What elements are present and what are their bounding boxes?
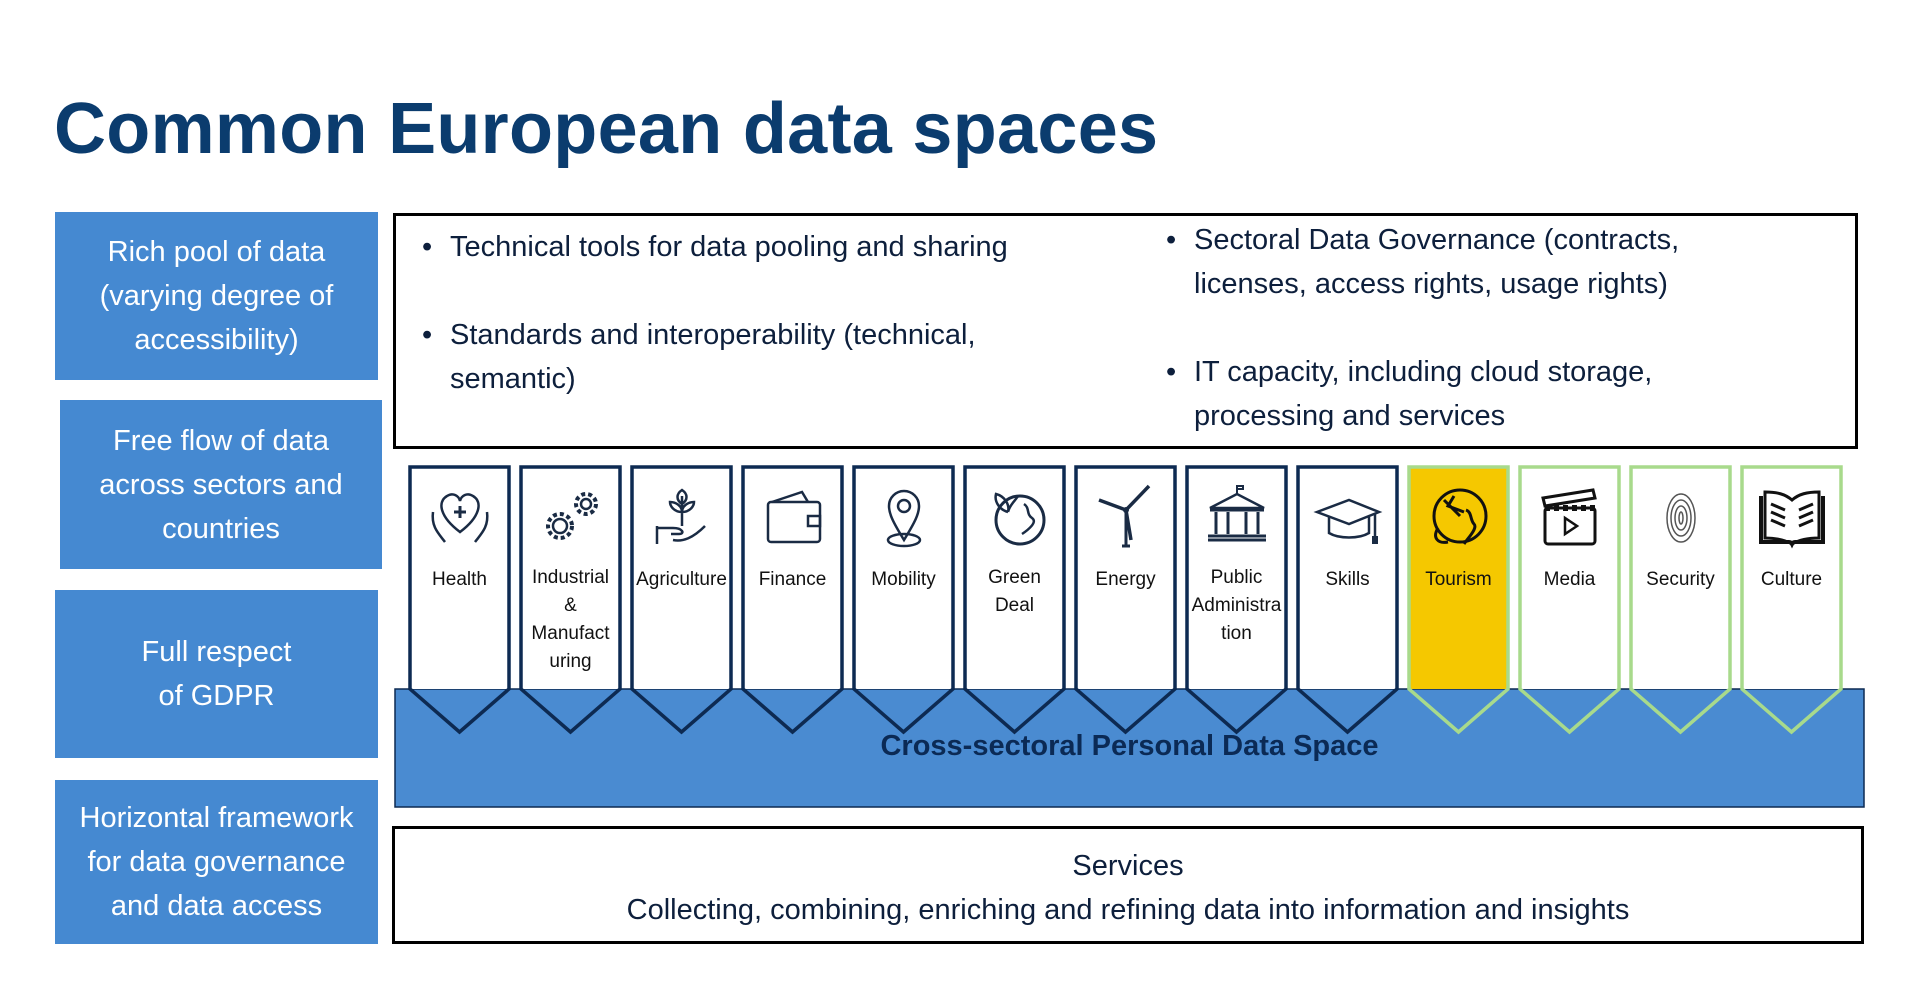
personal-data-space-band [394, 688, 1865, 808]
sector-chevron-outline [1074, 465, 1177, 735]
sector-column-energy [1074, 465, 1177, 735]
bullet-technical-tools: Technical tools for data pooling and sha… [416, 225, 1130, 269]
sector-chevron-outline [408, 465, 511, 735]
sector-body [1298, 467, 1397, 689]
page-title: Common European data spaces [54, 89, 1159, 169]
sector-label: Agriculture [636, 569, 727, 590]
sector-label: Skills [1325, 569, 1370, 590]
sector-column-security [1629, 465, 1732, 735]
sector-body [743, 467, 842, 689]
sector-chevron-outline [741, 465, 844, 735]
feature-box-gdpr: Full respect of GDPR [55, 590, 378, 758]
sector-body [854, 467, 953, 689]
sector-chevron-outline [852, 465, 955, 735]
sector-body [1187, 467, 1286, 689]
sector-column-health [408, 465, 511, 735]
enablers-box [393, 213, 1858, 449]
sector-column-greendeal [963, 465, 1066, 735]
sector-chevron-outline [1629, 465, 1732, 735]
green-globe-icon [980, 482, 1050, 552]
sector-body [521, 467, 620, 689]
services-box: Services Collecting, combining, enrichin… [392, 826, 1864, 944]
globe-plane-icon [1424, 482, 1494, 552]
services-subtitle: Collecting, combining, enriching and ref… [626, 894, 1630, 926]
sector-chevron-outline [1185, 465, 1288, 735]
feature-box-rich-pool: Rich pool of data (varying degree of acc… [55, 212, 378, 380]
sector-label: Finance [758, 569, 827, 590]
gears-icon [536, 482, 606, 552]
sector-chevron-outline [519, 465, 622, 735]
bullet-it-capacity: IT capacity, including cloud storage, pr… [1160, 350, 1794, 438]
sector-label: Energy [1095, 569, 1156, 590]
sector-column-finance [741, 465, 844, 735]
sector-column-skills [1296, 465, 1399, 735]
sector-label: Health [432, 569, 487, 590]
sector-chevron-outline [963, 465, 1066, 735]
graduation-cap-icon [1312, 482, 1383, 552]
location-pin-icon [869, 482, 939, 552]
feature-text: Rich pool of data (varying degree of acc… [99, 236, 334, 356]
sector-body [410, 467, 509, 689]
sector-label: Security [1646, 569, 1715, 590]
sector-body [965, 467, 1064, 689]
sector-label: Public Administra tion [1191, 567, 1282, 644]
feature-text: Horizontal framework for data governance… [79, 802, 354, 922]
sector-column-publicadministration [1185, 465, 1288, 735]
bullet-standards: Standards and interoperability (technica… [416, 313, 1060, 401]
sector-body [1520, 467, 1619, 689]
plant-hand-icon [647, 482, 717, 552]
sector-label: Industrial & Manufact uring [531, 567, 610, 672]
sector-label: Mobility [871, 569, 936, 590]
sector-chevron-outline [1518, 465, 1621, 735]
sector-body [1409, 467, 1508, 689]
sector-body [1076, 467, 1175, 689]
sector-label: Green Deal [988, 567, 1041, 616]
clapperboard-icon [1535, 482, 1605, 552]
feature-box-governance: Horizontal framework for data governance… [55, 780, 378, 944]
sector-column-mobility [852, 465, 955, 735]
sector-body [1631, 467, 1730, 689]
sector-chevron-outline [1296, 465, 1399, 735]
sector-chevron-outline [1740, 465, 1843, 735]
sector-label: Media [1543, 569, 1596, 590]
government-building-icon [1202, 482, 1272, 552]
bullet-governance: Sectoral Data Governance (contracts, lic… [1160, 218, 1794, 306]
feature-box-free-flow: Free flow of data across sectors and cou… [60, 400, 382, 569]
open-book-icon [1757, 482, 1827, 552]
wallet-icon [758, 482, 828, 552]
sector-column-media [1518, 465, 1621, 735]
feature-text: Full respect of GDPR [141, 636, 292, 712]
sector-chevron-outline [1407, 465, 1510, 735]
sector-column-tourism [1407, 465, 1510, 735]
sector-label: Tourism [1425, 569, 1492, 590]
fingerprint-icon [1646, 482, 1716, 552]
wind-turbine-icon [1091, 482, 1161, 552]
feature-text: Free flow of data across sectors and cou… [99, 424, 343, 545]
sector-column-industrialmanufacturing [519, 465, 622, 735]
band-label: Cross-sectoral Personal Data Space [880, 730, 1379, 762]
services-title: Services [1072, 850, 1184, 882]
health-icon [425, 482, 495, 552]
sector-chevron-outline [630, 465, 733, 735]
sector-label: Culture [1760, 569, 1823, 590]
